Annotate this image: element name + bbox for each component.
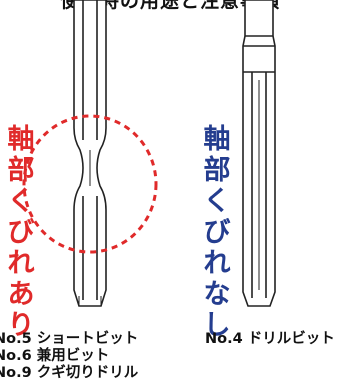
diagram-title: 使用時の用途と注意事項 [59, 0, 280, 12]
caption-line: No.9 クギ切りドリル [0, 365, 139, 381]
neck-highlight-circle [22, 114, 158, 254]
caption-line: No.5 ショートビット [0, 331, 139, 347]
left-bit [73, 0, 107, 307]
left-bit-label: 軸部くびれあり [7, 124, 35, 341]
left-bit-captions: No.5 ショートビット No.6 兼用ビット No.9 クギ切りドリル [0, 331, 138, 382]
right-bit-captions: No.4 ドリルビット [205, 331, 335, 348]
caption-line: No.4 ドリルビット [205, 331, 335, 347]
right-bit-label: 軸部くびれなし [203, 124, 231, 341]
right-bit [242, 0, 276, 307]
caption-line: No.6 兼用ビット [0, 348, 110, 364]
